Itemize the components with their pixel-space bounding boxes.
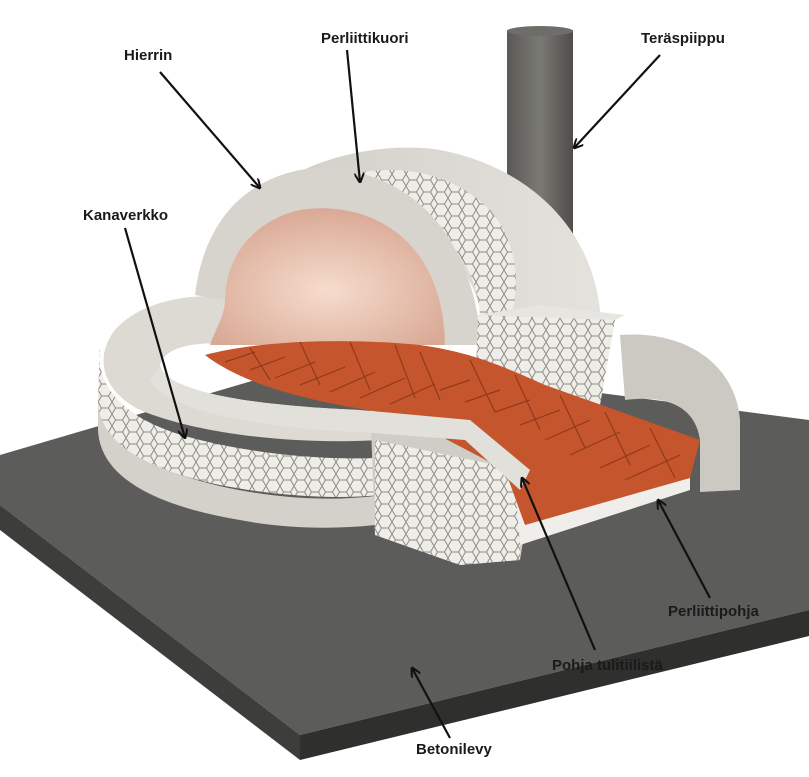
label-perliittikuori: Perliittikuori [321,30,409,47]
entrance-ramp-mesh [375,440,520,565]
arrow-betonilevy [412,668,451,739]
front-render-lip [150,365,530,490]
arrow-perliittipohja [658,500,711,599]
arrow-hierrin [159,71,260,188]
label-kanaverkko: Kanaverkko [83,207,169,224]
label-perliittipohja: Perliittipohja [668,603,759,620]
arrow-perliittikuori [345,49,360,182]
label-betonilevy: Betonilevy [416,741,492,758]
dome-mesh-layer [330,170,516,320]
oven-chamber [210,208,445,345]
side-arch [620,334,740,492]
dome [195,147,740,492]
base-mesh-band [98,345,380,497]
label-teraspiippu: Teräspiippu [641,30,725,47]
base-ring-top [103,296,380,442]
chimney-top [507,26,573,36]
leader-arrows [123,49,711,739]
arrow-kanaverkko [123,227,185,438]
base-ring-side [98,395,375,528]
slab-front-left [0,505,300,760]
label-hierrin: Hierrin [124,47,173,64]
brick-joints [224,341,681,481]
arrow-teraspiippu [574,54,661,148]
arrow-pohja-tulitiilista [522,478,597,651]
slab-front-right [300,610,809,760]
label-pohja-tulitiilista: Pohja tulitiilistä [552,657,663,674]
render-arch [195,168,480,345]
vent-block-top [478,305,625,320]
